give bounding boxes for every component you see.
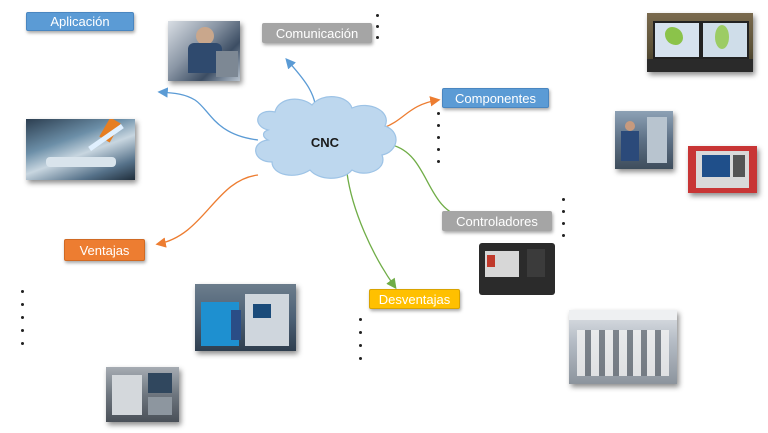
ellipsis-desventajas [359,318,365,369]
node-comunicacion[interactable]: Comunicación [262,23,372,43]
photo-machinist-at-mill [168,21,240,81]
connector-controladores [391,144,468,222]
ellipsis-componentes [437,112,443,172]
ellipsis-ventajas [21,290,27,354]
photo-coolant-cutting-tool [26,119,135,180]
photo-cnc-lathe [479,237,555,297]
connector-aplicacion [157,87,259,141]
ellipsis-controladores [562,198,568,246]
node-aplicacion[interactable]: Aplicación [26,12,134,31]
photo-cnc-control-panel [688,146,757,193]
connector-ventajas [155,174,259,248]
center-node-label: CNC [310,135,340,150]
node-desventajas[interactable]: Desventajas [369,289,460,309]
connector-componentes [382,96,441,129]
photo-workshop-machines [195,284,296,351]
node-ventajas[interactable]: Ventajas [64,239,145,261]
photo-cam-workstation [647,13,753,72]
ellipsis-comunicacion [376,14,382,48]
photo-operator-at-machine [615,111,673,169]
cnc-cloud [255,96,397,179]
connector-desventajas [346,172,397,290]
photo-factory-floor [569,310,677,384]
photo-machine-interior [106,367,179,422]
node-componentes[interactable]: Componentes [442,88,549,108]
node-controladores[interactable]: Controladores [442,211,552,231]
